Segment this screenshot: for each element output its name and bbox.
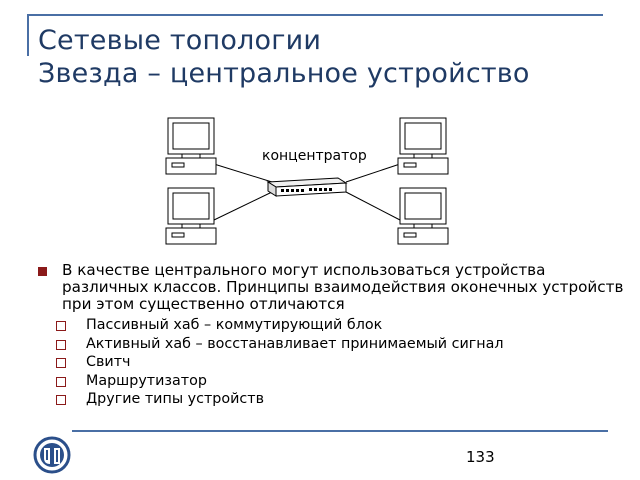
sub-list: Пассивный хаб – коммутирующий блок Актив… [36, 316, 626, 409]
link-top-left [213, 163, 273, 183]
list-item-text: Активный хаб – восстанавливает принимаем… [86, 335, 504, 352]
hub-label: концентратор [262, 148, 367, 164]
list-item-text: Свитч [86, 354, 131, 370]
computer-icon [165, 117, 217, 175]
list-item: Свитч [36, 353, 626, 372]
checkbox-bullet-icon [56, 339, 66, 350]
list-item-text: Другие типы устройств [86, 391, 265, 407]
slide-content: В качестве центрального могут использова… [36, 262, 626, 409]
computer-icon [165, 187, 217, 245]
title-line-2: Звезда – центральное устройство [38, 58, 530, 89]
computer-icon [397, 117, 449, 175]
checkbox-bullet-icon [56, 321, 66, 331]
list-item-text: Пассивный хаб – коммутирующий блок [86, 317, 383, 333]
title-line-1: Сетевые топологии [38, 25, 322, 56]
hub-icon [266, 177, 348, 197]
page-number: 133 [466, 448, 495, 466]
list-item: Пассивный хаб – коммутирующий блок [36, 316, 626, 335]
checkbox-bullet-icon [56, 376, 66, 387]
link-bottom-right [345, 191, 401, 221]
title-frame-top [27, 14, 603, 16]
title-frame-left [27, 14, 29, 56]
main-bullet: В качестве центрального могут использова… [36, 262, 626, 313]
university-logo [33, 436, 71, 474]
slide-title: Сетевые топологии Звезда – центральное у… [38, 24, 530, 90]
connection-lines [213, 163, 401, 221]
footer-divider [72, 430, 608, 432]
main-bullet-text: В качестве центрального могут использова… [62, 261, 624, 313]
checkbox-bullet-icon [56, 358, 66, 368]
list-item: Другие типы устройств [36, 390, 626, 409]
list-item: Маршрутизатор [36, 372, 626, 391]
link-bottom-left [213, 191, 273, 221]
list-item: Активный хаб – восстанавливает принимаем… [36, 335, 626, 354]
checkbox-bullet-icon [56, 395, 66, 405]
computer-icon [397, 187, 449, 245]
star-topology-diagram [165, 117, 449, 245]
list-item-text: Маршрутизатор [86, 372, 207, 389]
link-top-right [345, 163, 401, 183]
square-bullet-icon [38, 267, 47, 276]
